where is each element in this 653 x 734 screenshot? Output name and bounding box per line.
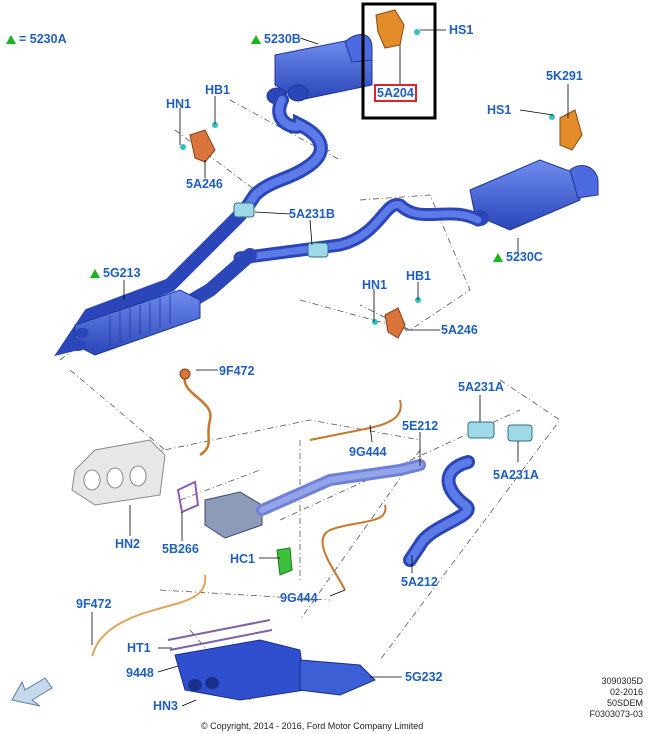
direction-arrow-icon <box>11 677 53 707</box>
part-label-5230c: 5230C <box>493 250 543 264</box>
part-label-5k291: 5K291 <box>546 69 583 83</box>
part-label-5a231b: 5A231B <box>289 207 335 221</box>
clamp-5a231a-lower <box>507 424 533 442</box>
hanger-mid <box>372 297 421 339</box>
part-label-5a246-mid: 5A246 <box>441 323 478 337</box>
rear-muffler-right <box>469 159 599 231</box>
part-label-9448: 9448 <box>126 666 154 680</box>
part-label-9g444-top: 9G444 <box>349 445 387 459</box>
diagram-metadata: 3090305D 02-2016 50SDEM F0303073-03 <box>589 676 643 720</box>
left-intermediate-pipe <box>238 93 328 217</box>
oxygen-sensor-9g444-top <box>309 399 402 441</box>
catalytic-converter <box>204 459 426 539</box>
front-pipe-5a212 <box>403 455 475 567</box>
part-label-5g232: 5G232 <box>405 670 443 684</box>
part-label-hb1-mid: HB1 <box>406 269 432 283</box>
part-label-9g444-bottom: 9G444 <box>280 591 318 605</box>
part-label-hn1-mid: HN1 <box>362 278 388 292</box>
part-label-5a246-top: 5A246 <box>186 177 223 191</box>
part-label-5g213: 5G213 <box>90 266 141 280</box>
meta-line-2: 02-2016 <box>609 687 643 697</box>
bracket-hc1 <box>276 547 293 576</box>
part-label-5a231a-bottom: 5A231A <box>493 468 539 482</box>
clamp-5a231b-lower <box>307 242 329 258</box>
legend-code: 5230A <box>29 32 67 46</box>
part-label-5e212: 5E212 <box>402 419 439 433</box>
part-label-hb1-top: HB1 <box>205 83 231 97</box>
part-label-5a231a-top: 5A231A <box>458 380 504 394</box>
leader-lines <box>91 29 569 707</box>
oxygen-sensor-9g444-bottom <box>321 504 387 591</box>
part-label-5230b: 5230B <box>251 32 301 46</box>
part-label-ht1: HT1 <box>127 641 151 655</box>
part-label-hn1-top: HN1 <box>166 97 192 111</box>
meta-line-1: 3090305D <box>601 676 643 686</box>
part-label-hn2: HN2 <box>115 537 141 551</box>
part-label-hc1: HC1 <box>230 552 256 566</box>
part-label-5a204: 5A204 <box>374 84 417 102</box>
part-label-hs1-top: HS1 <box>449 23 474 37</box>
part-label-5a212: 5A212 <box>401 575 438 589</box>
oxygen-sensor-9f472-top <box>179 368 212 457</box>
legend-triangle-icon <box>6 35 16 44</box>
clamp-5a231a-upper <box>467 421 495 439</box>
gasket-5b266 <box>176 480 200 514</box>
hanger-top <box>180 122 218 163</box>
bracket-5a204 <box>375 9 420 49</box>
meta-line-3: 50SDEM <box>606 698 643 708</box>
oxygen-sensor-9f472-bottom <box>91 574 207 657</box>
legend: = 5230A <box>6 32 67 46</box>
copyright-notice: © Copyright, 2014 - 2016, Ford Motor Com… <box>201 721 424 731</box>
right-intermediate-pipe <box>233 198 485 265</box>
center-resonator <box>54 208 257 357</box>
part-label-hs1-right: HS1 <box>487 103 512 117</box>
part-label-9f472-bottom: 9F472 <box>76 597 112 611</box>
part-label-5b266: 5B266 <box>162 542 199 556</box>
part-label-9f472-top: 9F472 <box>219 364 255 378</box>
manifold-catalyst-5g232 <box>167 619 376 701</box>
clamp-5a231b-upper <box>233 202 255 218</box>
meta-line-4: F0303073-03 <box>589 709 643 719</box>
exhaust-manifold <box>71 439 166 506</box>
part-label-hn3: HN3 <box>153 699 179 713</box>
bracket-5k291 <box>549 109 583 151</box>
highlight-box <box>361 2 437 120</box>
